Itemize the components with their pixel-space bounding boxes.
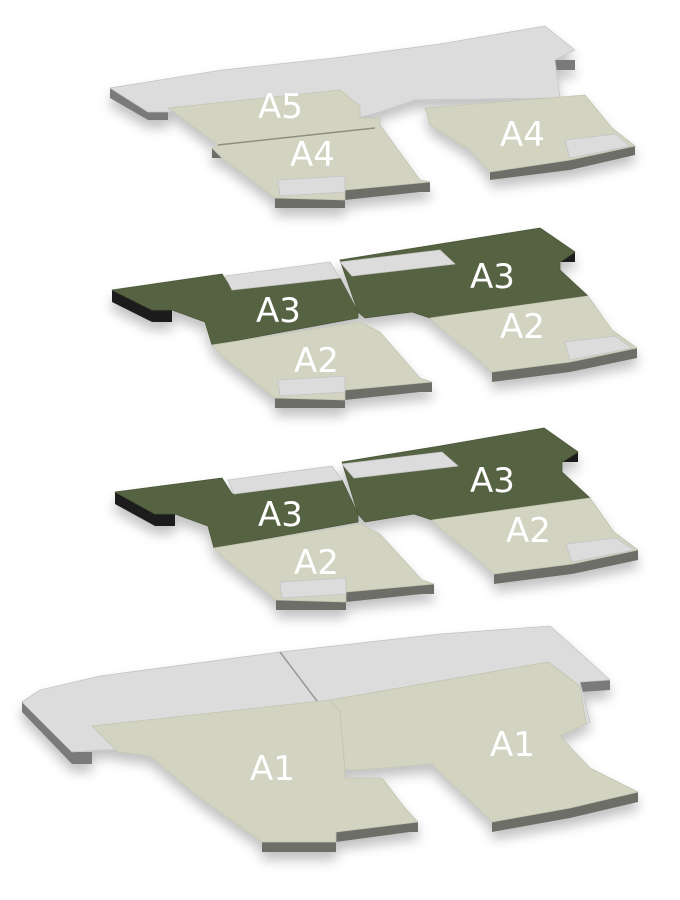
third-floor: A3 A2 A3 A2 <box>111 227 638 408</box>
unit-patch <box>277 175 346 197</box>
unit-label: A3 <box>256 291 301 331</box>
dark-edge <box>112 290 172 322</box>
unit-floor-edge <box>494 550 638 584</box>
unit-a2-left <box>213 523 435 603</box>
unit-patch <box>564 335 633 361</box>
unit-a3-right <box>341 427 591 523</box>
unit-label: A4 <box>500 115 545 155</box>
slab <box>341 451 459 479</box>
unit-label: A2 <box>506 511 551 551</box>
unit-a5 <box>167 89 431 201</box>
unit-label: A2 <box>294 543 339 583</box>
unit-patch <box>277 375 346 397</box>
unit-floor-edge <box>275 182 430 208</box>
unit-floor-edge <box>276 584 434 610</box>
top-floor: A5 A4 A4 <box>109 25 636 208</box>
unit-label: A3 <box>470 257 515 297</box>
unit-a3-right <box>339 227 589 319</box>
slab-edge <box>580 680 610 692</box>
unit-divider <box>217 127 376 146</box>
unit-label: A4 <box>290 135 335 175</box>
unit-label: A2 <box>294 341 339 381</box>
unit-a3-left <box>114 477 359 549</box>
unit-floor-edge <box>275 382 432 408</box>
unit-a3-left <box>111 273 359 346</box>
unit-a1-right <box>329 661 639 823</box>
slab <box>224 261 341 291</box>
unit-a2-left <box>211 321 433 401</box>
slab <box>227 465 343 495</box>
unit-label: A1 <box>250 749 295 789</box>
unit-label: A3 <box>470 461 515 501</box>
unit-floor-edge <box>492 348 637 382</box>
unit-label: A3 <box>258 495 303 535</box>
slab-edge <box>555 60 575 70</box>
unit-floor-edge <box>262 822 418 852</box>
unit-label: A2 <box>500 307 545 347</box>
unit-floor-edge <box>490 146 635 180</box>
unit-floor-edge <box>492 792 638 832</box>
second-floor: A3 A2 A3 A2 <box>114 427 639 610</box>
unit-patch <box>564 133 631 159</box>
slab <box>339 249 456 277</box>
slab-edge <box>22 702 92 764</box>
unit-label: A1 <box>490 725 535 765</box>
unit-patch <box>565 537 635 563</box>
ground-floor: A1 A1 <box>21 625 639 852</box>
unit-patch <box>279 577 347 599</box>
unit-label: A5 <box>258 87 303 127</box>
